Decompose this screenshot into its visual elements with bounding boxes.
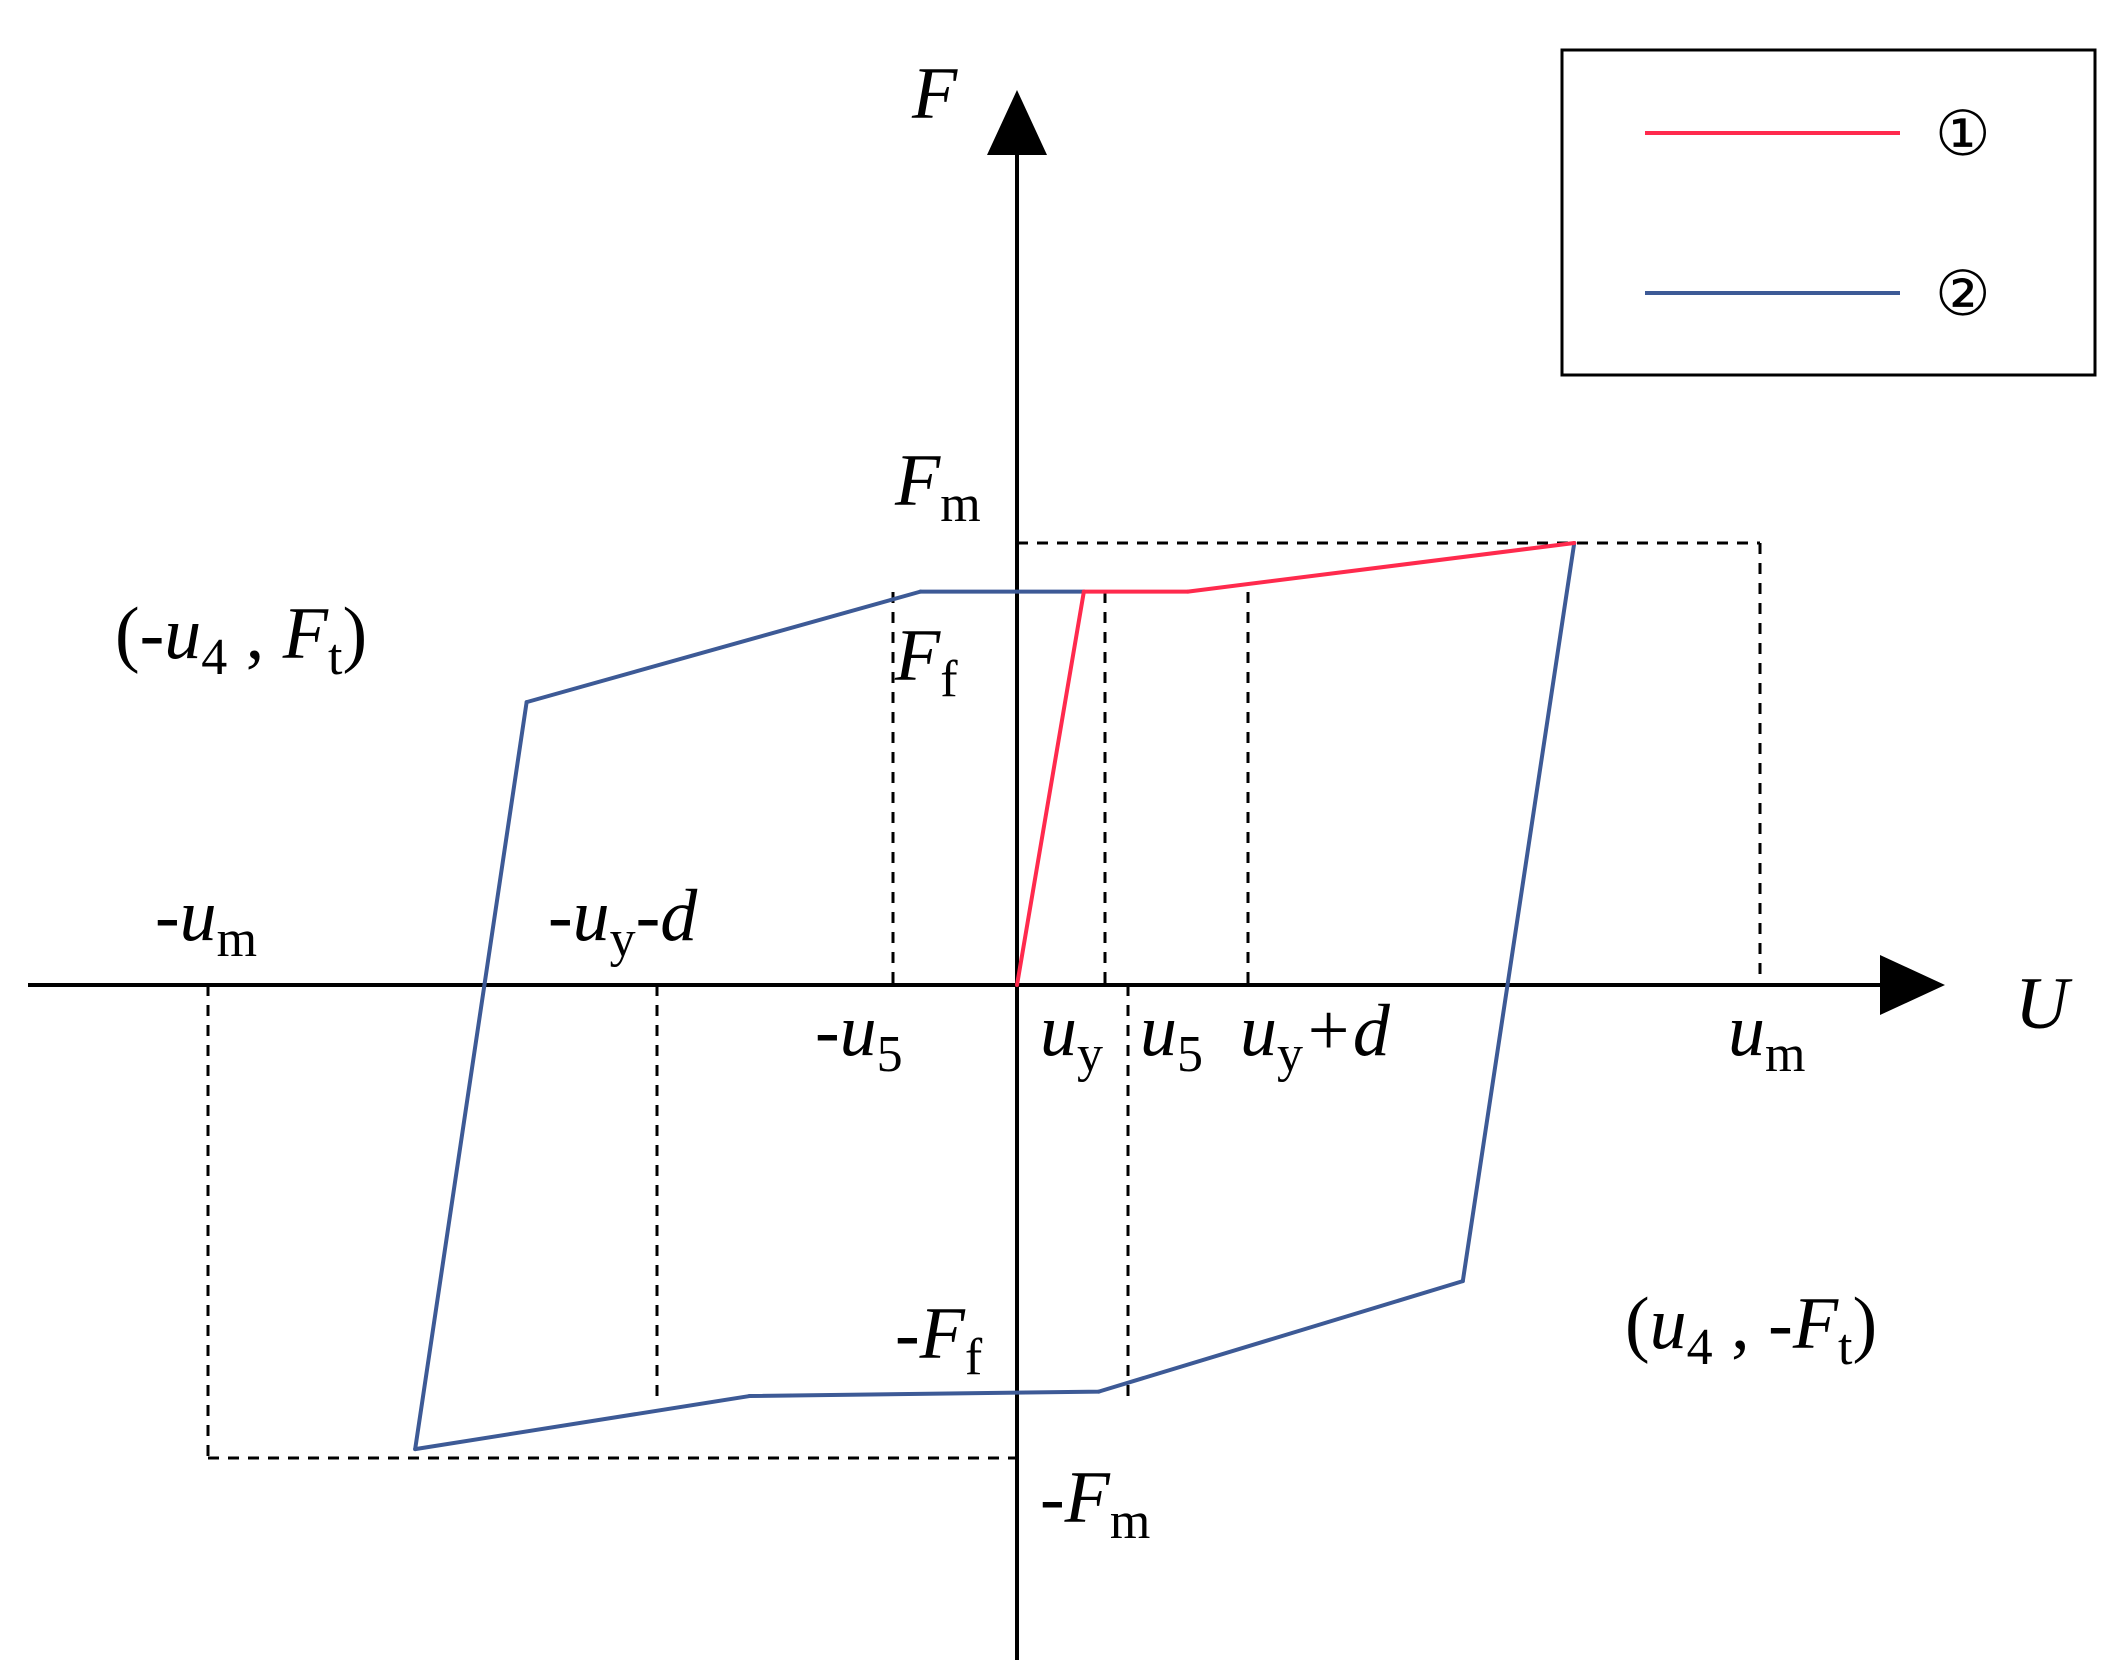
curve-2-vertex-4 <box>413 1447 418 1452</box>
curve-2-vertex-2 <box>1096 1389 1101 1394</box>
curve-1-vertex-1 <box>1081 589 1086 594</box>
curve-2-vertex-6 <box>918 589 923 594</box>
label-neg-uy-d: -uy-d <box>548 875 698 968</box>
curve-2-vertex-1 <box>1460 1279 1465 1284</box>
label-neg-fm: -Fm <box>1040 1457 1150 1550</box>
curve-series-1 <box>1015 541 1575 986</box>
label-neg-um: -um <box>155 875 257 968</box>
y-axis-title: F <box>911 53 958 135</box>
x-axis-arrow-icon <box>1880 955 1945 1015</box>
label-u5: u5 <box>1140 990 1203 1083</box>
curve-1-vertex-3 <box>1572 541 1577 545</box>
label-neg-ff: -Ff <box>895 1293 983 1386</box>
curve-2-vertex-5 <box>524 700 529 705</box>
curve-1-vertex-2 <box>1185 589 1190 594</box>
label-fm: Fm <box>894 440 981 533</box>
label-um: um <box>1728 990 1805 1083</box>
label-ff: Ff <box>894 615 958 708</box>
label-uy-plus-d: uy+d <box>1240 990 1391 1083</box>
label-neg-u5: -u5 <box>815 990 903 1083</box>
label-uy: uy <box>1040 990 1103 1083</box>
legend-box <box>1560 48 2097 377</box>
y-axis-arrow-icon <box>987 90 1047 155</box>
curve-1-vertex-0 <box>1015 983 1019 987</box>
curve-2-vertex-3 <box>747 1394 752 1399</box>
label-point-neg-u4-ft: (-u4 , Ft) <box>115 593 367 686</box>
x-axis-title: U <box>2015 963 2073 1045</box>
curves <box>413 541 1577 1452</box>
legend: ① ② <box>1560 48 2097 377</box>
legend-label-1: ① <box>1935 97 1991 170</box>
label-point-u4-neg-ft: (u4 , -Ft) <box>1625 1283 1877 1376</box>
curve-series-2 <box>413 542 1577 1452</box>
legend-label-2: ② <box>1935 257 1991 330</box>
reference-lines <box>206 541 1762 1460</box>
